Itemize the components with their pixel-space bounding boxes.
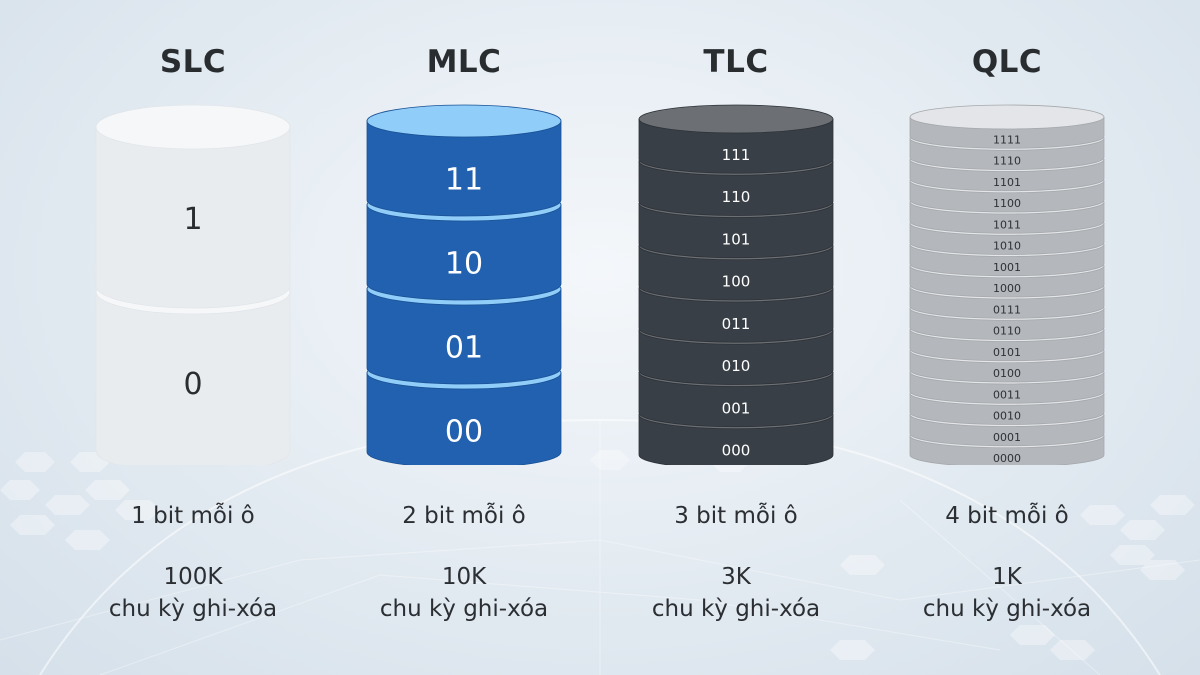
bit-value-label: 01 (445, 331, 483, 366)
bit-value-label: 0000 (993, 452, 1021, 465)
cylinder-stack-graphic: 00 01 10 11 (366, 104, 562, 465)
bit-value-label: 0100 (993, 367, 1021, 380)
cell-level-disc: 1 (95, 104, 291, 309)
pe-cycles-label: chu kỳ ghi-xóa (922, 596, 1092, 622)
cell-type-title: MLC (426, 44, 502, 80)
bit-value-label: 1110 (993, 155, 1021, 168)
bits-per-cell-label: 1 bit mỗi ô (131, 503, 255, 529)
cell-type-title: TLC (703, 44, 769, 80)
bits-per-cell-label: 3 bit mỗi ô (674, 503, 798, 529)
cylinder-stack-graphic: 000 001 010 011 100 101 110 111 (638, 104, 834, 465)
pe-cycles-value: 1K (992, 564, 1022, 590)
cylinder-stack-graphic: 01 (95, 104, 291, 465)
bit-value-label: 1111 (993, 133, 1021, 146)
bits-per-cell-label: 2 bit mỗi ô (402, 503, 526, 529)
bit-value-label: 111 (722, 146, 751, 164)
bit-value-label: 0110 (993, 325, 1021, 338)
pe-cycles-label: chu kỳ ghi-xóa (108, 596, 278, 622)
bit-value-label: 0001 (993, 431, 1021, 444)
bit-value-label: 000 (722, 442, 751, 460)
pe-cycles-label: chu kỳ ghi-xóa (651, 596, 821, 622)
bit-value-label: 1001 (993, 261, 1021, 274)
bit-value-label: 10 (445, 247, 483, 282)
bit-value-label: 0010 (993, 410, 1021, 423)
bit-value-label: 110 (722, 188, 751, 206)
bit-value-label: 010 (722, 357, 751, 375)
bit-value-label: 1100 (993, 197, 1021, 210)
bit-value-label: 1011 (993, 218, 1021, 231)
cell-level-disc: 1111 (909, 104, 1105, 149)
bit-value-label: 1000 (993, 282, 1021, 295)
bit-value-label: 0101 (993, 346, 1021, 359)
bit-value-label: 101 (722, 230, 751, 248)
bit-value-label: 0111 (993, 303, 1021, 316)
bit-value-label: 100 (722, 273, 751, 291)
cell-level-stack: 000 001 010 011 100 101 110 111 (616, 100, 856, 465)
bit-value-label: 0011 (993, 388, 1021, 401)
pe-cycles-value: 10K (441, 564, 487, 590)
cell-level-stack: 0000 0001 0010 0011 0100 0101 0110 0111 1000 1001… (887, 100, 1127, 465)
cell-type-title: QLC (971, 44, 1043, 80)
bit-value-label: 1010 (993, 240, 1021, 253)
bit-value-label: 11 (445, 163, 483, 198)
pe-cycles-value: 3K (721, 564, 751, 590)
cell-type-title: SLC (159, 44, 227, 80)
bit-value-label: 00 (445, 415, 483, 450)
cell-level-disc: 111 (638, 104, 834, 174)
cylinder-stack-graphic: 0000 0001 0010 0011 0100 0101 0110 0111 1000 1001… (909, 104, 1105, 465)
bit-value-label: 0 (183, 367, 202, 402)
pe-cycles-label: chu kỳ ghi-xóa (379, 596, 549, 622)
bit-value-label: 001 (722, 399, 751, 417)
bit-value-label: 011 (722, 315, 751, 333)
bit-value-label: 1 (183, 202, 202, 237)
bits-per-cell-label: 4 bit mỗi ô (945, 503, 1069, 529)
cell-level-disc: 11 (366, 104, 562, 217)
bit-value-label: 1101 (993, 176, 1021, 189)
cell-level-stack: 00 01 10 11 (344, 100, 584, 465)
pe-cycles-value: 100K (163, 564, 223, 590)
